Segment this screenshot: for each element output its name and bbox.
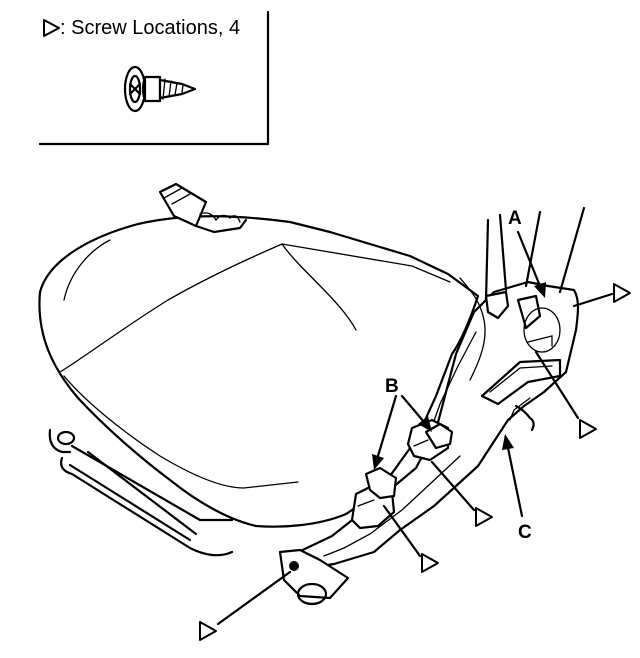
screw-location-triangle-icon xyxy=(579,419,597,439)
side-trim-cover xyxy=(278,280,580,606)
screw-location-triangle-icon xyxy=(613,283,631,303)
callout-b: B xyxy=(385,376,399,397)
callout-a: A xyxy=(508,208,522,229)
screw-location-markers xyxy=(199,283,631,641)
adjust-knobs xyxy=(350,418,454,530)
legend-symbol-icon xyxy=(43,19,60,37)
seatback-rails xyxy=(459,206,586,381)
screw-location-triangle-icon xyxy=(475,507,493,527)
seat-frame-rails xyxy=(48,428,234,557)
screw-location-triangle-icon xyxy=(421,553,439,573)
seat-belt-buckle xyxy=(158,182,248,234)
legend-box: : Screw Locations, 4 xyxy=(38,10,270,146)
leader-lines xyxy=(216,230,614,626)
callout-c: C xyxy=(518,522,532,543)
screw-icon xyxy=(123,65,197,113)
adjust-knob-lower xyxy=(350,466,398,530)
adjust-knob-upper xyxy=(406,418,454,462)
screw-location-triangle-icon xyxy=(199,621,217,641)
legend-text: : Screw Locations, 4 xyxy=(60,17,240,39)
